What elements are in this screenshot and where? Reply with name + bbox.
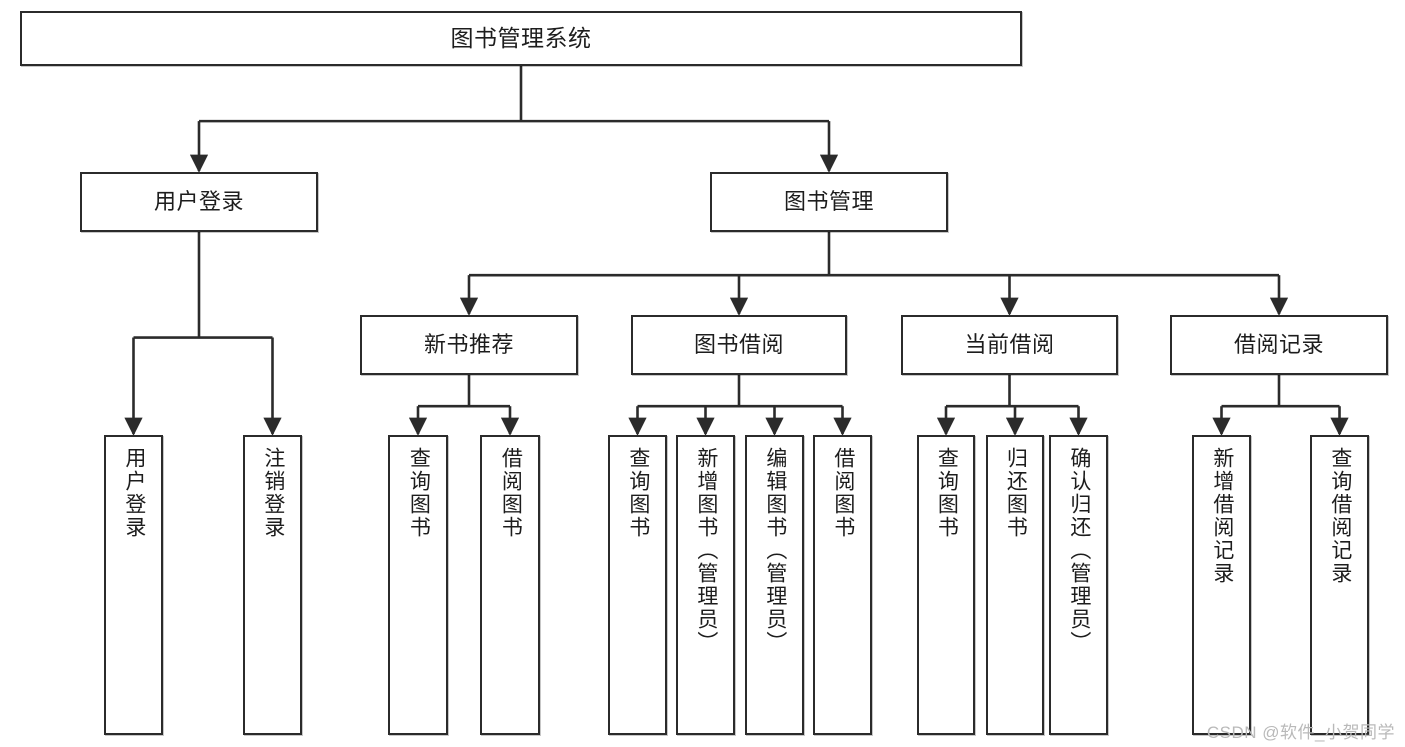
node-user-login[interactable]: 用户登录 (80, 172, 318, 232)
node-leaf-query-record[interactable]: 查询借阅记录 (1310, 435, 1369, 735)
node-leaf-query-book-bb[interactable]: 查询图书 (608, 435, 667, 735)
node-label-leaf-edit-book: 编辑图书（管理员） (763, 447, 787, 654)
node-label-user-login: 用户登录 (153, 188, 244, 214)
node-leaf-user-login[interactable]: 用户登录 (104, 435, 163, 735)
node-label-current-borrow: 当前借阅 (964, 331, 1055, 357)
node-leaf-logout[interactable]: 注销登录 (243, 435, 302, 735)
node-label-leaf-user-login: 用户登录 (122, 447, 146, 539)
node-label-new-book-recommend: 新书推荐 (423, 331, 514, 357)
csdn-watermark: CSDN @软件_小贺同学 (1206, 723, 1395, 742)
node-leaf-borrow-book-rec[interactable]: 借阅图书 (480, 435, 540, 735)
node-leaf-return-book[interactable]: 归还图书 (986, 435, 1044, 735)
node-leaf-add-book[interactable]: 新增图书（管理员） (676, 435, 735, 735)
node-current-borrow[interactable]: 当前借阅 (901, 315, 1118, 375)
node-label-book-borrow: 图书借阅 (693, 331, 784, 357)
node-label-borrow-record: 借阅记录 (1233, 331, 1324, 357)
node-label-leaf-borrow-book-bb: 借阅图书 (831, 447, 855, 539)
node-label-leaf-borrow-book-rec: 借阅图书 (499, 447, 523, 539)
node-book-borrow[interactable]: 图书借阅 (631, 315, 847, 375)
node-label-leaf-add-record: 新增借阅记录 (1210, 447, 1234, 585)
node-leaf-query-book-cb[interactable]: 查询图书 (917, 435, 975, 735)
node-label-leaf-return-book: 归还图书 (1004, 447, 1028, 539)
node-new-book-recommend[interactable]: 新书推荐 (360, 315, 578, 375)
node-label-root: 图书管理系统 (450, 24, 592, 51)
node-root[interactable]: 图书管理系统 (20, 11, 1022, 66)
node-label-book-manage: 图书管理 (783, 188, 874, 214)
node-leaf-confirm-return[interactable]: 确认归还（管理员） (1049, 435, 1108, 735)
node-label-leaf-query-book-cb: 查询图书 (935, 447, 959, 539)
node-leaf-borrow-book-bb[interactable]: 借阅图书 (813, 435, 872, 735)
node-label-leaf-add-book: 新增图书（管理员） (694, 447, 718, 654)
node-label-leaf-query-book-bb: 查询图书 (626, 447, 650, 539)
node-label-leaf-query-book-rec: 查询图书 (407, 447, 431, 539)
node-book-manage[interactable]: 图书管理 (710, 172, 948, 232)
node-leaf-add-record[interactable]: 新增借阅记录 (1192, 435, 1251, 735)
node-label-leaf-logout: 注销登录 (261, 447, 285, 539)
node-borrow-record[interactable]: 借阅记录 (1170, 315, 1388, 375)
node-leaf-query-book-rec[interactable]: 查询图书 (388, 435, 448, 735)
node-label-leaf-confirm-return: 确认归还（管理员） (1067, 447, 1091, 654)
node-leaf-edit-book[interactable]: 编辑图书（管理员） (745, 435, 804, 735)
node-label-leaf-query-record: 查询借阅记录 (1328, 447, 1352, 585)
